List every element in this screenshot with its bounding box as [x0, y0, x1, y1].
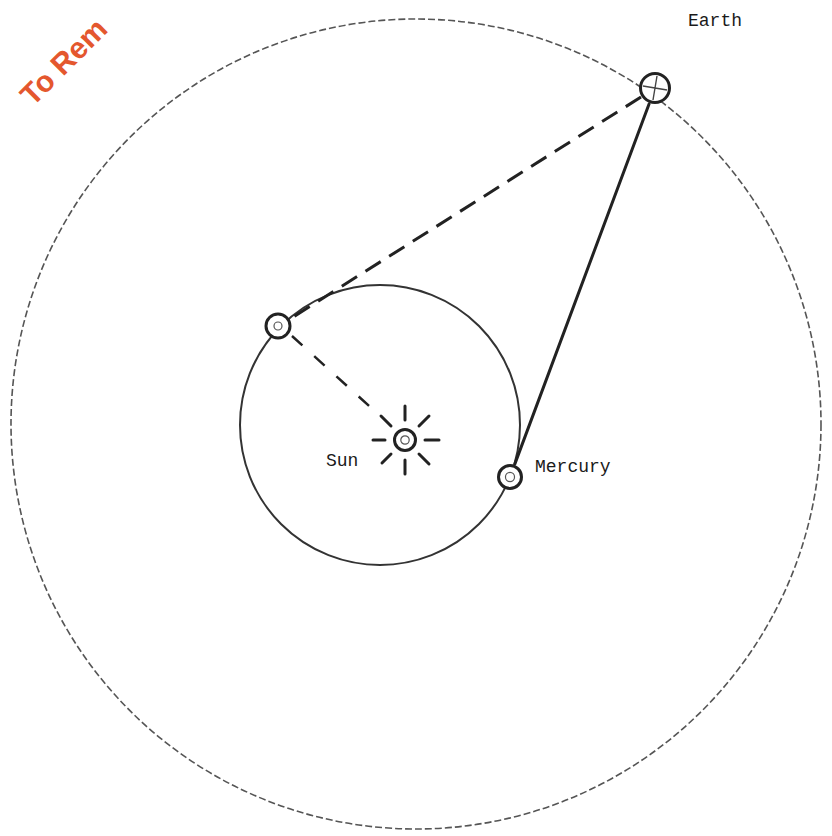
sun-ray [381, 416, 391, 426]
planet-marking [505, 472, 514, 481]
globe-lines [643, 76, 667, 100]
sun-ray [419, 454, 429, 464]
planet-marking [401, 436, 409, 444]
planet-circle [641, 74, 670, 103]
planet-label: Mercury [535, 456, 611, 478]
planet-circle [395, 430, 416, 451]
sun-ray [404, 406, 407, 420]
planet-outline [639, 72, 671, 104]
sun-ray [419, 416, 429, 426]
mercury-marking [274, 322, 282, 330]
sun-ray [373, 439, 385, 442]
watermark-text: To Rem [14, 12, 114, 112]
sight-line [515, 104, 649, 464]
planet-outline [393, 428, 417, 452]
sun-rays [373, 406, 439, 474]
earth-orbit [11, 19, 821, 829]
planet-label: Sun [326, 450, 358, 472]
planet-label: Earth [688, 10, 742, 32]
earth-planet: Earth [639, 72, 671, 104]
sun-ray [425, 439, 439, 442]
sight-line-dashed [290, 97, 641, 319]
sun-disc: Sun [393, 428, 417, 452]
sun-line-dashed [292, 336, 378, 414]
planet-circle [499, 466, 522, 489]
planet-outline [497, 464, 523, 490]
sun-ray [382, 454, 391, 463]
mercury-planet: Mercury [497, 464, 523, 490]
mercury-orbit [240, 285, 520, 565]
sun-ray [404, 460, 407, 474]
mercury-second-position [266, 314, 290, 338]
